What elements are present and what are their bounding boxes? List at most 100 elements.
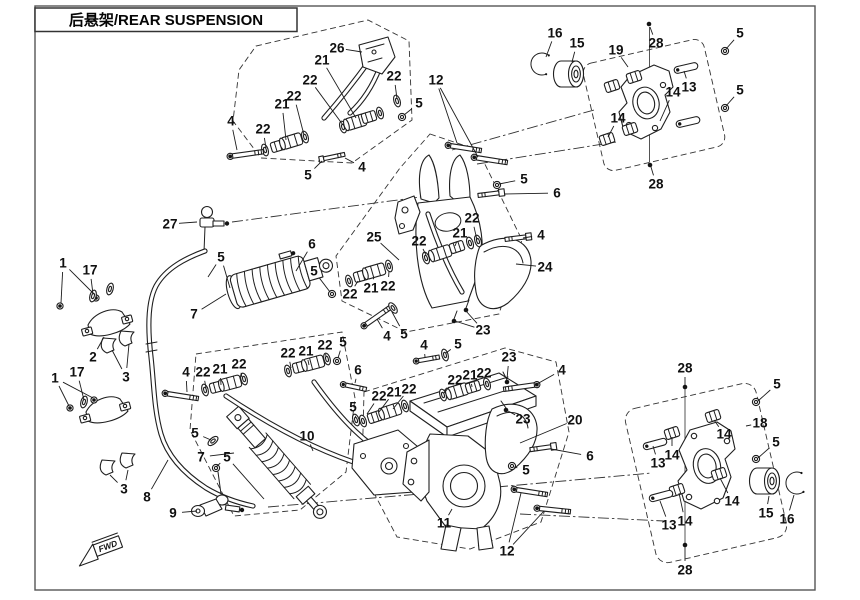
leader-line <box>376 318 383 329</box>
callout-5-59: 5 <box>191 426 199 441</box>
leader-line <box>745 424 752 427</box>
callout-14-86: 14 <box>664 448 680 463</box>
leader-line <box>109 474 118 483</box>
leader-line <box>111 349 123 370</box>
leader-line <box>344 157 355 164</box>
callout-22-66: 22 <box>371 389 386 404</box>
callout-17-46: 17 <box>69 365 84 380</box>
front-shock-absorber <box>225 250 334 310</box>
callout-5-9: 5 <box>304 168 312 183</box>
leader-line <box>96 336 105 350</box>
leader-line <box>125 469 129 481</box>
leader-line <box>60 271 64 304</box>
leader-line <box>314 87 344 126</box>
bolt <box>66 404 74 412</box>
title-block: 后悬架/REAR SUSPENSION <box>34 7 298 33</box>
bushing <box>376 401 403 422</box>
bolt <box>226 148 265 161</box>
leader-line <box>126 343 130 369</box>
leader-line <box>319 277 331 293</box>
callout-5-65: 5 <box>349 400 357 415</box>
leader-line <box>326 67 357 119</box>
callout-13-85: 13 <box>650 456 666 471</box>
callout-23-72: 23 <box>501 350 517 365</box>
rubber-clamp <box>100 337 117 354</box>
leader-line <box>289 361 292 369</box>
leader-line <box>380 242 400 261</box>
leader-line <box>683 70 687 79</box>
boundary-lower-knuckle <box>624 382 788 564</box>
nut <box>751 397 761 407</box>
bushing <box>598 131 616 147</box>
leader-line <box>545 41 553 58</box>
callout-26-6: 26 <box>329 41 345 56</box>
callout-21-29: 21 <box>452 226 468 241</box>
callout-14-18: 14 <box>610 111 626 126</box>
leader-line <box>178 221 198 224</box>
leader-line <box>391 311 401 327</box>
callout-6-76: 6 <box>586 449 594 464</box>
leader-line <box>345 48 363 53</box>
stabilizer-link-ball-joint <box>199 205 230 253</box>
leader-line <box>90 278 94 295</box>
callout-15-12: 15 <box>569 36 585 51</box>
leader-line <box>550 448 582 455</box>
nut <box>332 356 342 366</box>
bushing <box>277 131 304 151</box>
callout-21-52: 21 <box>212 362 228 377</box>
bearing <box>552 60 585 88</box>
leader-line <box>506 365 509 380</box>
bolt <box>477 188 506 200</box>
leader-line <box>725 96 735 107</box>
washer <box>343 273 355 289</box>
stabilizer-link <box>190 463 245 518</box>
callout-25-27: 25 <box>366 230 382 245</box>
washer <box>205 434 221 448</box>
callout-21-67: 21 <box>386 385 402 400</box>
callout-22-51: 22 <box>195 365 210 380</box>
callout-4-62: 4 <box>420 338 428 353</box>
leader-line <box>354 280 359 287</box>
leader-line <box>422 248 427 256</box>
leader-line <box>282 112 287 141</box>
callout-28-80: 28 <box>677 361 693 376</box>
callout-3-47: 3 <box>120 482 128 497</box>
boundary-lower-front-arm <box>189 331 356 517</box>
callout-22-54: 22 <box>280 346 295 361</box>
callout-6-23: 6 <box>308 237 316 252</box>
leader-line <box>215 462 221 468</box>
washer <box>199 382 211 398</box>
a-arm-tube <box>347 64 383 116</box>
rubber-clamp <box>119 452 136 469</box>
callout-12-79: 12 <box>499 544 514 559</box>
lower-rear-arm-assembly <box>339 347 572 552</box>
boundary-upper-knuckle <box>582 39 726 171</box>
leader-line <box>471 383 473 388</box>
callout-11-78: 11 <box>437 516 452 531</box>
callout-5-81: 5 <box>773 377 781 392</box>
callout-1-45: 1 <box>51 371 59 386</box>
callout-14-91: 14 <box>677 514 693 529</box>
nut <box>720 103 730 113</box>
leader-line <box>394 84 398 100</box>
leader-line <box>204 380 207 389</box>
leader-line <box>536 374 555 385</box>
leader-line <box>354 415 357 419</box>
leader-line <box>307 359 310 366</box>
leader-line <box>571 51 576 63</box>
leader-line <box>445 349 452 354</box>
bushing <box>704 408 722 424</box>
callout-22-53: 22 <box>231 357 246 372</box>
callout-17-42: 17 <box>82 263 97 278</box>
callout-24-34: 24 <box>537 260 553 275</box>
rubber-clamp <box>99 459 116 476</box>
callout-4-10: 4 <box>358 160 366 175</box>
callout-3-44: 3 <box>122 370 130 385</box>
bolt <box>510 485 549 499</box>
bolt <box>533 504 572 516</box>
callout-10-58: 10 <box>299 429 314 444</box>
pivot-pin <box>647 489 675 503</box>
fwd-direction-marker: FWD <box>78 532 124 567</box>
leader-line <box>372 276 375 280</box>
